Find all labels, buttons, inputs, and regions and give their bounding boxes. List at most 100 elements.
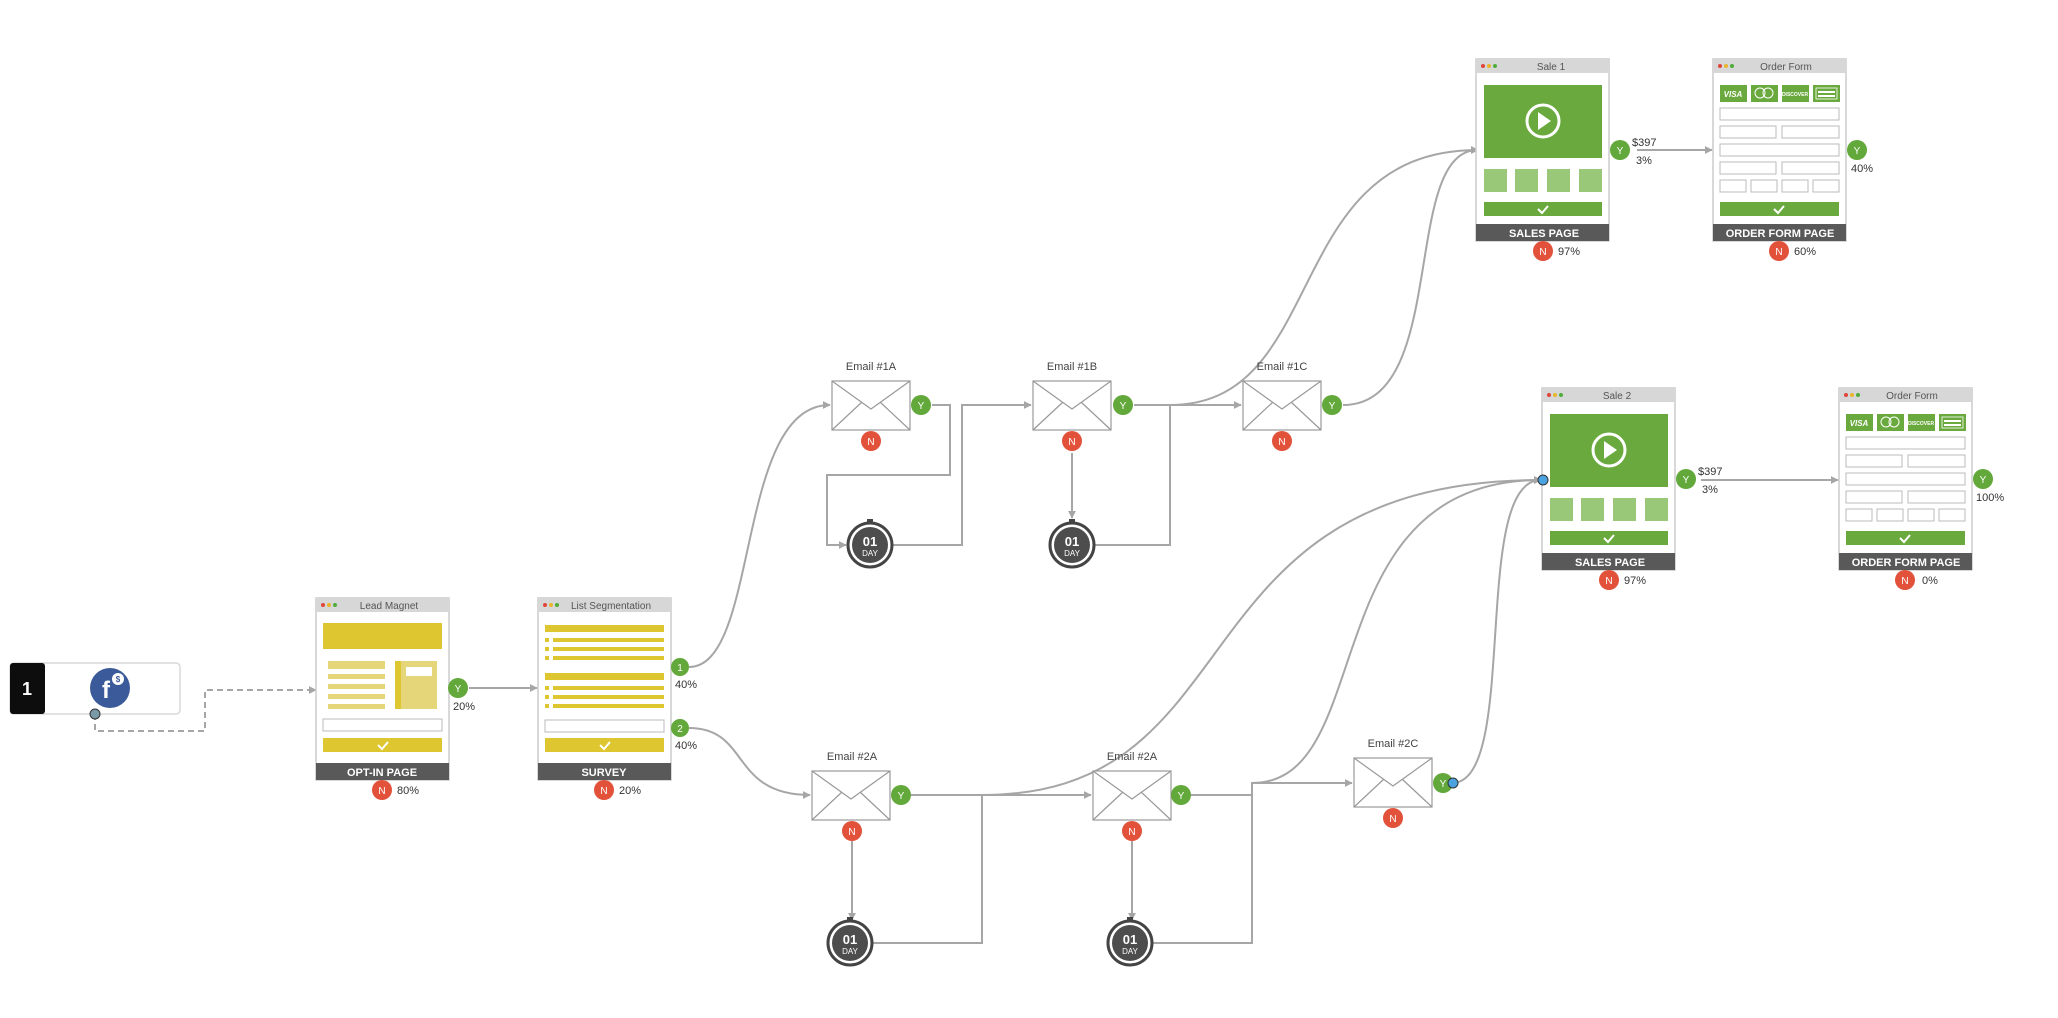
order-1-no-pct: 60% (1794, 246, 1816, 258)
delay-1b-number: 01 (1065, 534, 1079, 549)
email-2a-yes-badge[interactable]: Y (891, 785, 911, 805)
email-node-1a[interactable]: Email #1A Y N (831, 361, 931, 451)
optin-no-badge[interactable]: N (372, 780, 392, 800)
optin-yes-pct: 20% (453, 701, 475, 713)
order-form-1-header: Order Form (1760, 62, 1812, 73)
svg-text:Y: Y (1440, 779, 1447, 790)
svg-text:N: N (1389, 814, 1396, 825)
svg-text:N: N (1539, 247, 1546, 258)
svg-text:$: $ (116, 675, 121, 684)
connector-email1c-to-sales1 (1342, 146, 1479, 406)
sales-2-input-connector[interactable] (1537, 474, 1549, 486)
svg-text:Y: Y (918, 401, 925, 412)
sales-1-no-badge[interactable]: N (1533, 241, 1553, 261)
sales-2-no-badge[interactable]: N (1599, 570, 1619, 590)
email-1b-no-badge[interactable]: N (1062, 431, 1082, 451)
svg-text:N: N (1278, 437, 1285, 448)
step-number: 1 (22, 679, 32, 699)
svg-text:Y: Y (1178, 791, 1185, 802)
connector-delay-to-email1b (893, 401, 1032, 546)
svg-text:Y: Y (898, 791, 905, 802)
optin-yes-badge[interactable]: Y (448, 678, 468, 698)
play-icon (1591, 432, 1627, 468)
amex-logo (1815, 87, 1838, 100)
email-1b-yes-badge[interactable]: Y (1113, 395, 1133, 415)
svg-text:2: 2 (677, 724, 683, 735)
email-1a-no-badge[interactable]: N (861, 431, 881, 451)
delay-1b-unit: DAY (1064, 549, 1081, 558)
order-1-no-badge[interactable]: N (1769, 241, 1789, 261)
svg-text:N: N (1775, 247, 1782, 258)
delay-timer-1b[interactable]: 01 DAY (1048, 519, 1096, 569)
delay-1a-unit: DAY (862, 549, 879, 558)
survey-page-node[interactable]: List Segmentation SURVEY 1 40% 2 40% N 2… (537, 597, 697, 800)
amex-logo (1941, 416, 1964, 429)
play-icon (1525, 103, 1561, 139)
email-node-2c[interactable]: Email #2C Y N (1353, 738, 1459, 828)
mastercard-logo (1754, 87, 1774, 99)
sales-2-no-pct: 97% (1624, 575, 1646, 587)
email-2a-second-label: Email #2A (1107, 751, 1158, 763)
email-1a-yes-badge[interactable]: Y (911, 395, 931, 415)
email-2c-no-badge[interactable]: N (1383, 808, 1403, 828)
survey-output-1-badge[interactable]: 1 (671, 658, 689, 676)
delay-2a-unit: DAY (842, 947, 859, 956)
email-2a-second-no-badge[interactable]: N (1122, 821, 1142, 841)
order-form-2-header: Order Form (1886, 391, 1938, 402)
order-2-no-badge[interactable]: N (1895, 570, 1915, 590)
svg-text:N: N (867, 437, 874, 448)
delay-timer-2a[interactable]: 01 DAY (826, 917, 874, 967)
svg-text:N: N (1605, 576, 1612, 587)
sales-1-yes-badge[interactable]: Y (1610, 140, 1630, 160)
order-form-2-footer: ORDER FORM PAGE (1852, 557, 1961, 569)
mastercard-logo (1880, 416, 1900, 428)
delay-2a-second-number: 01 (1123, 932, 1137, 947)
svg-text:N: N (848, 827, 855, 838)
email-1c-no-badge[interactable]: N (1272, 431, 1292, 451)
order-1-yes-badge[interactable]: Y (1847, 140, 1867, 160)
svg-text:N: N (600, 786, 607, 797)
svg-text:Y: Y (1120, 401, 1127, 412)
delay-1a-number: 01 (863, 534, 877, 549)
email-node-2a[interactable]: Email #2A Y N (811, 751, 911, 841)
email-2c-output-connector[interactable] (1447, 777, 1459, 789)
email-2c-yes-badge[interactable]: Y (1433, 773, 1453, 793)
traffic-source-node[interactable]: 1 f $ (9, 662, 181, 720)
email-2a-no-badge[interactable]: N (842, 821, 862, 841)
visa-logo: VISA (1850, 419, 1869, 428)
connector-email1b-to-sales1 (1169, 146, 1479, 406)
survey-output-2-badge[interactable]: 2 (671, 719, 689, 737)
connector-email2a-to-sales2 (981, 476, 1542, 796)
sales-page-1-header: Sale 1 (1537, 62, 1566, 73)
connector-delay-to-email1c (1095, 405, 1171, 546)
email-node-1c[interactable]: Email #1C Y N (1242, 361, 1342, 451)
survey-page-header: List Segmentation (571, 601, 651, 612)
svg-text:Y: Y (1329, 401, 1336, 412)
survey-no-badge[interactable]: N (594, 780, 614, 800)
connector-source-to-optin (94, 686, 317, 732)
optin-no-pct: 80% (397, 785, 419, 797)
order-form-1-node[interactable]: Order Form VISA DISCOVER ORDER FORM PAGE… (1712, 58, 1873, 261)
delay-timer-1a[interactable]: 01 DAY (846, 519, 894, 569)
sales-1-yes-pct: 3% (1636, 155, 1652, 167)
email-1c-yes-badge[interactable]: Y (1322, 395, 1342, 415)
svg-text:Y: Y (1980, 475, 1987, 486)
email-node-2a-second[interactable]: Email #2A Y N (1092, 751, 1191, 841)
sales-2-price: $397 (1698, 466, 1722, 478)
delay-timer-2a-second[interactable]: 01 DAY (1106, 917, 1154, 967)
email-2a-second-yes-badge[interactable]: Y (1171, 785, 1191, 805)
order-form-2-node[interactable]: Order Form VISA DISCOVER ORDER FORM PAGE… (1838, 387, 2004, 590)
optin-page-node[interactable]: Lead Magnet OPT-IN PAGE Y 20% N 80% (315, 597, 475, 800)
source-output-connector[interactable] (89, 708, 101, 720)
email-1a-label: Email #1A (846, 361, 897, 373)
survey-output-2-pct: 40% (675, 740, 697, 752)
svg-text:Y: Y (1854, 146, 1861, 157)
svg-text:1: 1 (677, 663, 683, 674)
sales-2-yes-badge[interactable]: Y (1676, 469, 1696, 489)
email-node-1b[interactable]: Email #1B Y N (1032, 361, 1133, 451)
email-1b-label: Email #1B (1047, 361, 1097, 373)
order-2-yes-badge[interactable]: Y (1973, 469, 1993, 489)
sales-page-1-node[interactable]: Sale 1 SALES PAGE Y $397 3% N 97% (1475, 58, 1656, 261)
connectors (94, 146, 1839, 944)
sales-page-2-node[interactable]: Sale 2 SALES PAGE Y $397 3% N 97% (1537, 387, 1722, 590)
